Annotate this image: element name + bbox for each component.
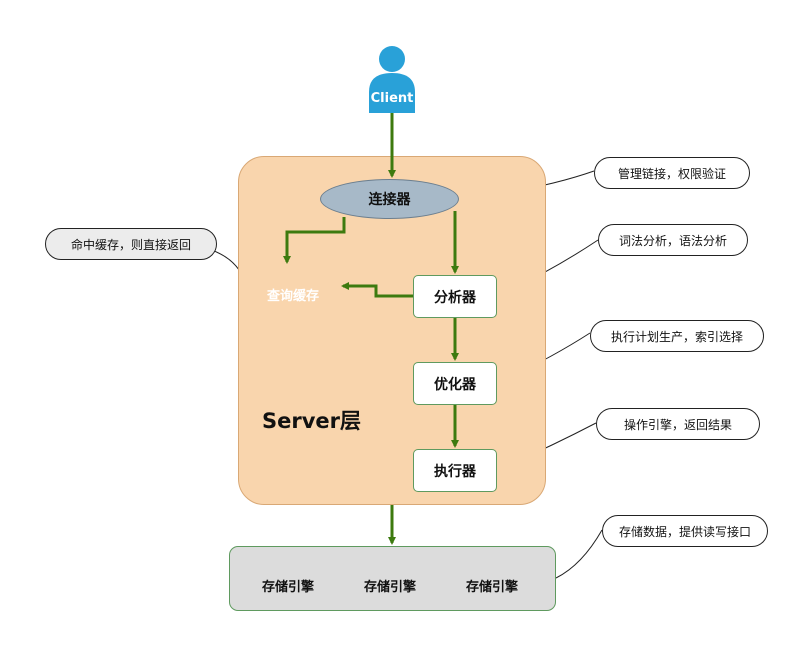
- storage-note: 存储数据，提供读写接口: [602, 515, 768, 547]
- executor-node: 执行器: [413, 449, 497, 492]
- connector-node: 连接器: [320, 179, 459, 219]
- connector-note: 管理链接，权限验证: [594, 157, 750, 189]
- optimizer-node: 优化器: [413, 362, 497, 405]
- optimizer-note: 执行计划生产，索引选择: [590, 320, 764, 352]
- analyzer-note: 词法分析，语法分析: [598, 224, 748, 256]
- analyzer-node: 分析器: [413, 275, 497, 318]
- client-label: Client: [370, 90, 414, 106]
- storage-engine-label: 存储引擎: [465, 579, 518, 595]
- storage-engine-label: 存储引擎: [261, 579, 314, 595]
- server-layer-title: Server层: [262, 409, 362, 433]
- client-person-icon: [369, 46, 415, 113]
- query-cache-label: 查询缓存: [266, 288, 319, 304]
- storage-engine-layer: [229, 546, 556, 611]
- executor-note: 操作引擎，返回结果: [596, 408, 760, 440]
- cache-note: 命中缓存，则直接返回: [45, 228, 217, 260]
- storage-note-leader: [555, 529, 603, 579]
- storage-engine-label: 存储引擎: [363, 579, 416, 595]
